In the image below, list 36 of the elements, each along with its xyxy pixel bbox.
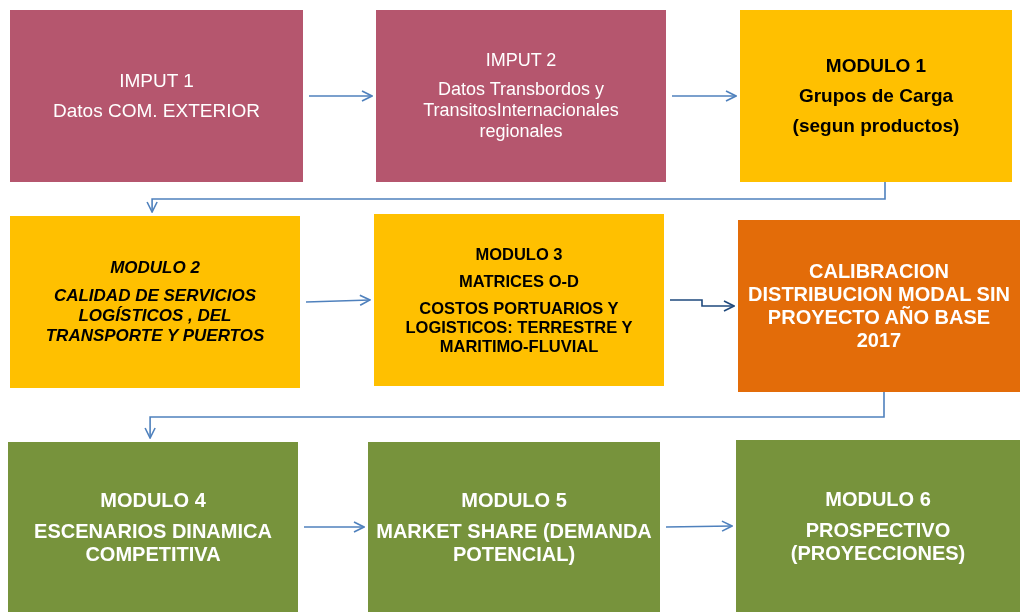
- process-box: [738, 220, 1020, 392]
- box-heading: MODULO 2: [110, 258, 200, 278]
- box-heading: MODULO 6: [825, 487, 931, 511]
- arrow: [308, 90, 373, 102]
- arrow: [146, 181, 886, 213]
- process-box: [740, 10, 1012, 182]
- process-box: [368, 442, 660, 612]
- box-text: Datos COM. EXTERIOR: [53, 100, 260, 122]
- box-heading: IMPUT 1: [119, 70, 194, 92]
- arrow: [669, 299, 735, 312]
- box-text: COSTOS PORTUARIOS Y LOGISTICOS: TERRESTRE Y MARITIMO-FLUVIAL: [404, 298, 634, 356]
- box-text: ESCENARIOS DINAMICA COMPETITIVA: [33, 519, 273, 566]
- arrow: [305, 294, 371, 307]
- process-box: [376, 10, 666, 182]
- arrow: [303, 521, 365, 533]
- box-text: MARKET SHARE (DEMANDA POTENCIAL): [376, 519, 652, 566]
- process-box: [10, 10, 303, 182]
- arrow: [671, 90, 737, 102]
- process-box: [374, 214, 664, 386]
- box-text: CALIBRACION DISTRIBUCION MODAL SIN PROYECTO AÑO BASE 2017: [747, 260, 1011, 352]
- arrow: [665, 520, 733, 532]
- box-heading: MODULO 5: [461, 488, 567, 512]
- process-box: [8, 442, 298, 612]
- arrow: [144, 391, 885, 439]
- box-heading: MODULO 4: [100, 488, 206, 512]
- box-text: Datos Transbordos y TransitosInternacionales regionales: [422, 79, 620, 142]
- box-text: (segun productos): [792, 115, 960, 137]
- box-heading: MODULO 3: [475, 244, 563, 264]
- process-box: [10, 216, 300, 388]
- box-text: CALIDAD DE SERVICIOS LOGÍSTICOS , DEL TRANSPORTE Y PUERTOS: [44, 286, 266, 346]
- box-heading: IMPUT 2: [485, 50, 557, 71]
- box-heading: MODULO 1: [825, 55, 927, 77]
- box-text: PROSPECTIVO (PROYECCIONES): [789, 518, 967, 565]
- box-text: MATRICES O-D: [459, 271, 579, 291]
- process-box: [736, 440, 1020, 612]
- box-text: Grupos de Carga: [798, 85, 954, 107]
